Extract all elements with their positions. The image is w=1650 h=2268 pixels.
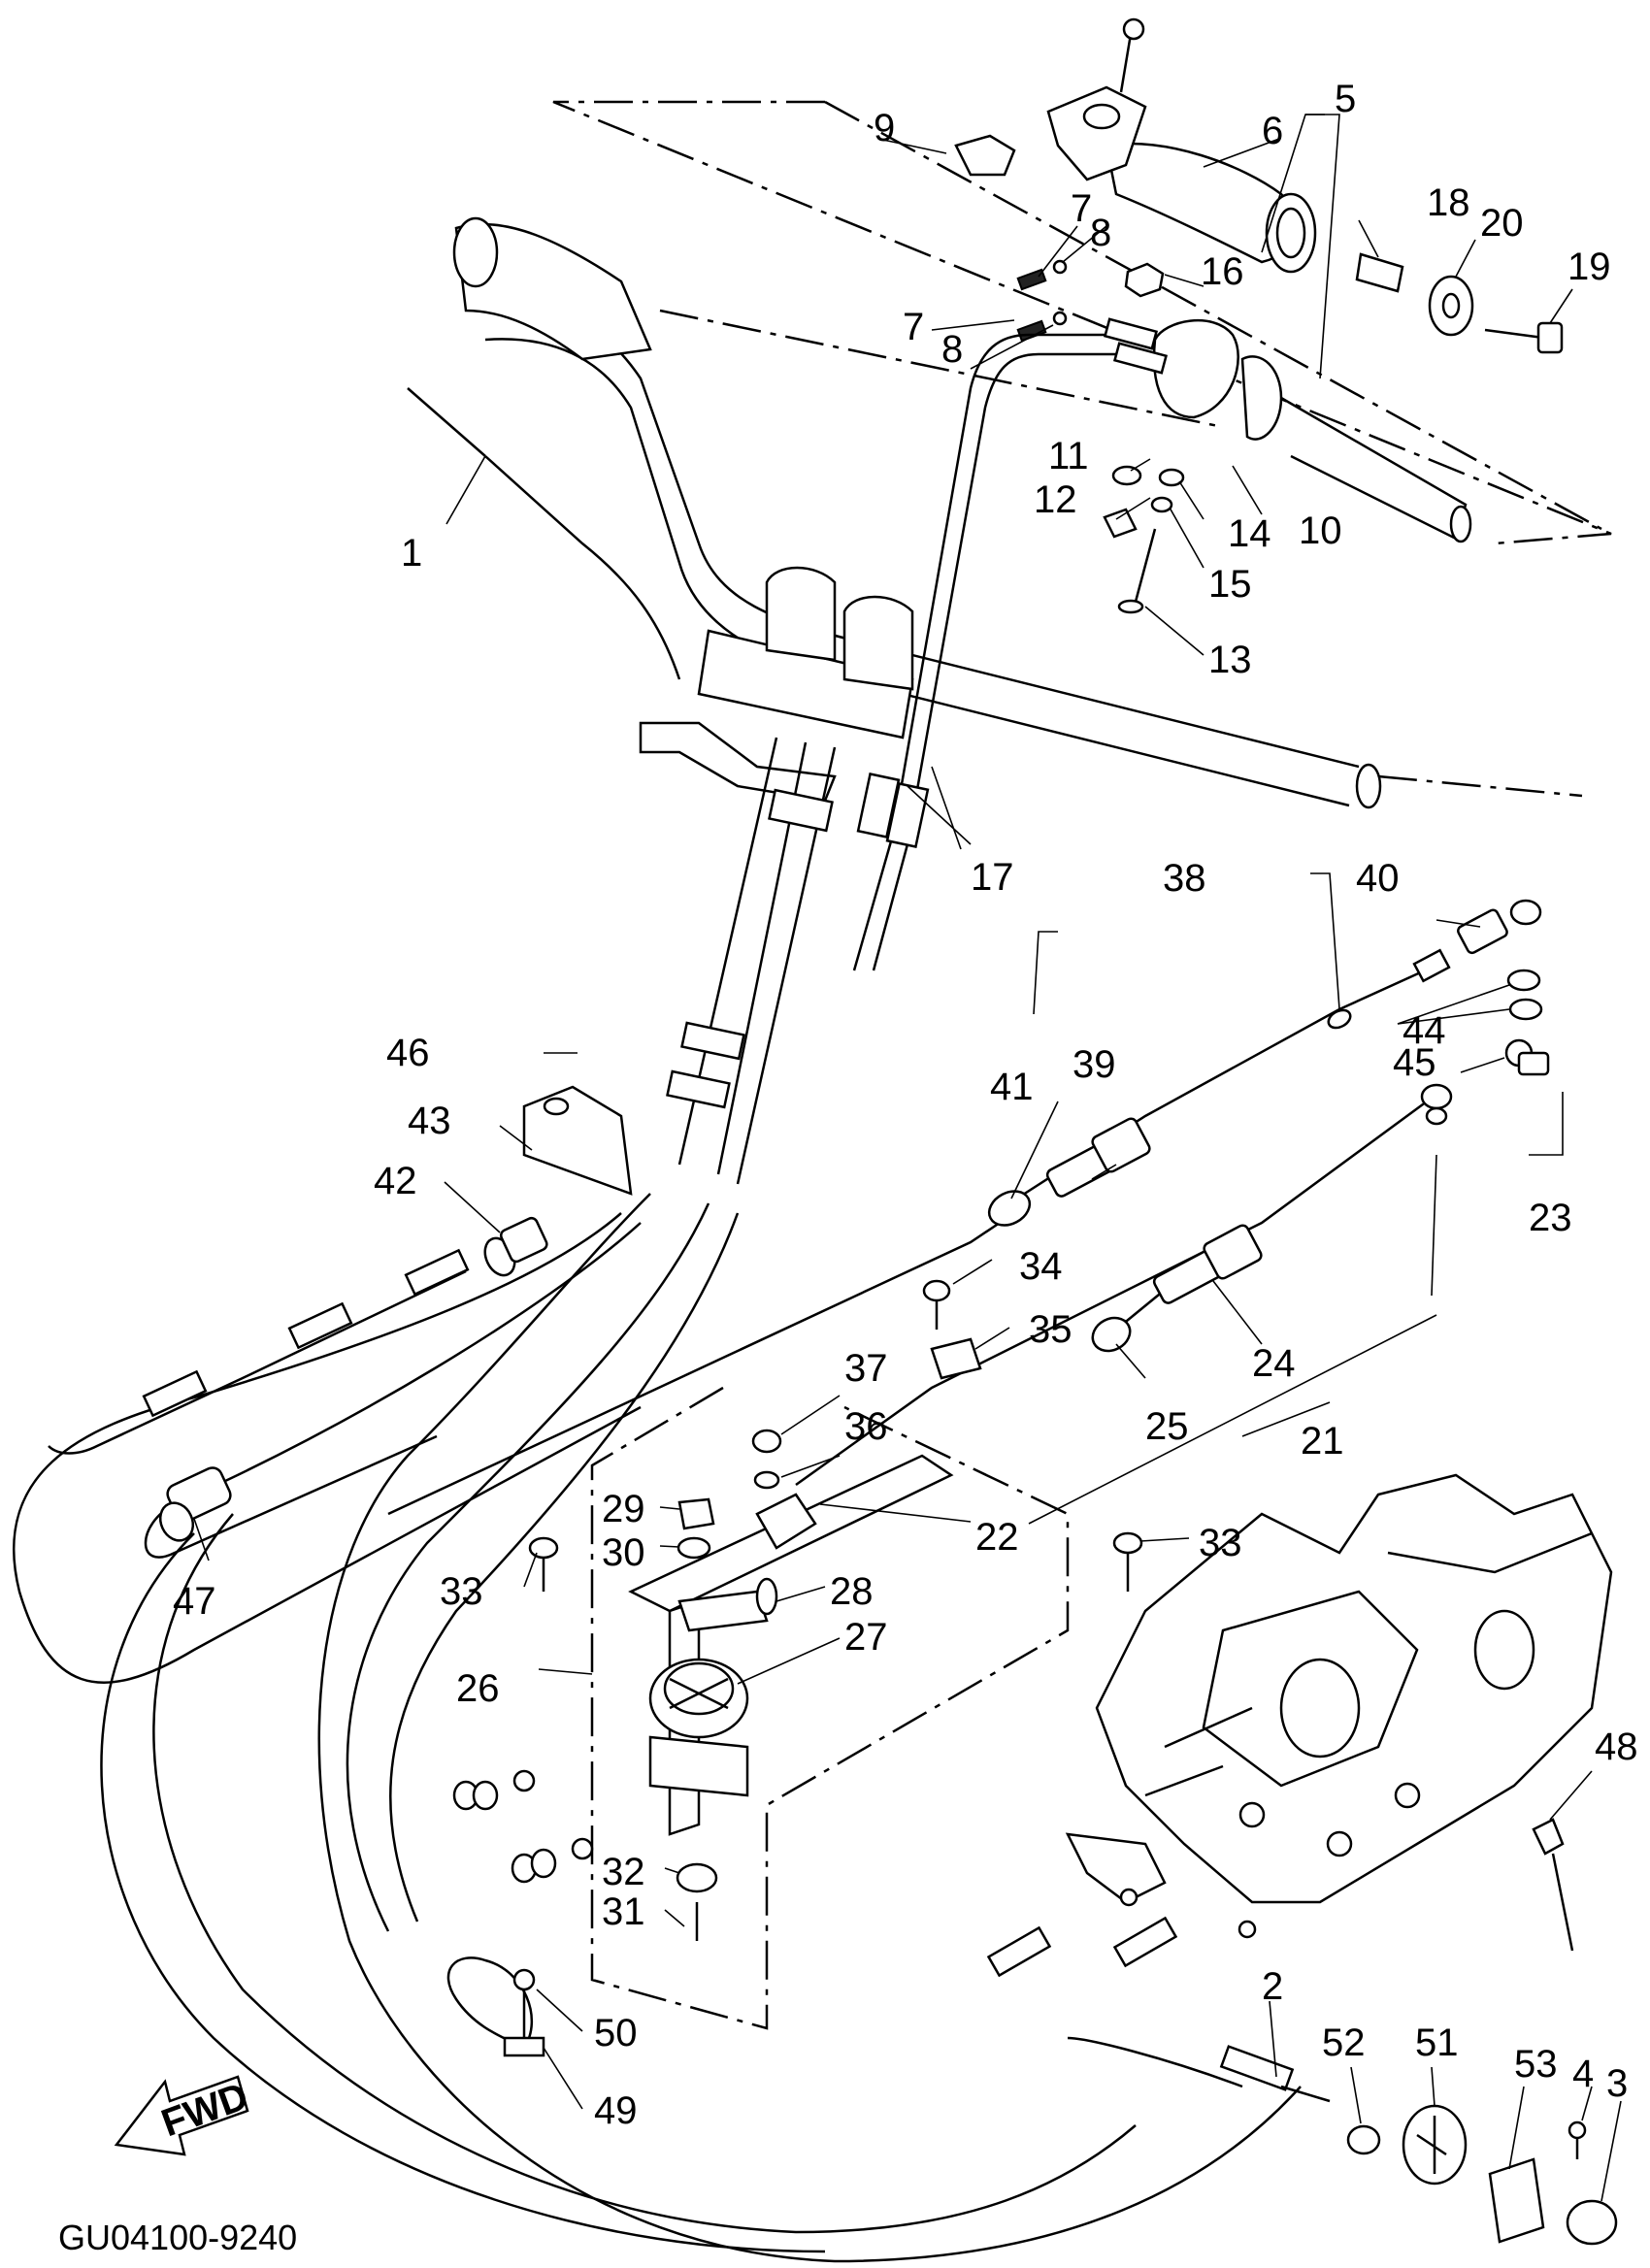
callout-12: 12 xyxy=(1034,478,1077,521)
callout-27: 27 xyxy=(844,1616,888,1659)
callout-7-lower: 7 xyxy=(903,306,924,348)
callout-11: 11 xyxy=(1048,435,1089,477)
callout-8-upper: 8 xyxy=(1090,212,1111,254)
drawing-code: GU04100-9240 xyxy=(58,2218,297,2257)
callout-10: 10 xyxy=(1299,509,1342,552)
callout-53: 53 xyxy=(1514,2043,1558,2086)
callout-13: 13 xyxy=(1208,639,1252,681)
callout-17: 17 xyxy=(971,856,1014,899)
callout-3: 3 xyxy=(1606,2062,1628,2105)
handlebar-assembly xyxy=(452,100,1612,1196)
carburetor-body xyxy=(1065,1473,1613,1939)
callout-19: 19 xyxy=(1568,246,1611,288)
callout-22: 22 xyxy=(975,1516,1019,1559)
callout-18: 18 xyxy=(1427,181,1470,224)
forward-direction-arrow: FWD xyxy=(114,2075,254,2156)
callout-47: 47 xyxy=(173,1580,216,1623)
callout-8-lower: 8 xyxy=(941,328,963,371)
callout-45: 45 xyxy=(1393,1041,1436,1084)
callout-14: 14 xyxy=(1228,512,1271,555)
callout-23: 23 xyxy=(1529,1197,1572,1239)
callout-26: 26 xyxy=(456,1667,500,1710)
callout-20: 20 xyxy=(1480,202,1524,245)
callout-35: 35 xyxy=(1029,1308,1072,1351)
leader-lines xyxy=(193,114,1622,2202)
callout-28: 28 xyxy=(830,1570,874,1613)
callout-labels: 1 2 3 4 5 6 7 7 8 8 9 10 11 12 13 14 15 … xyxy=(173,78,1638,2132)
callout-33-left: 33 xyxy=(440,1570,483,1613)
callout-36: 36 xyxy=(844,1405,888,1448)
callout-40: 40 xyxy=(1356,857,1400,900)
callout-30: 30 xyxy=(602,1531,645,1574)
callout-31: 31 xyxy=(602,1890,645,1933)
callout-15: 15 xyxy=(1208,563,1252,606)
callout-48: 48 xyxy=(1595,1726,1638,1768)
callout-5: 5 xyxy=(1335,78,1356,120)
cable-bracket-assembly xyxy=(452,1279,1143,2030)
callout-44: 44 xyxy=(1402,1009,1446,1052)
callout-42: 42 xyxy=(374,1160,417,1202)
callout-25: 25 xyxy=(1145,1405,1189,1448)
callout-21: 21 xyxy=(1301,1420,1344,1463)
callout-7-upper: 7 xyxy=(1071,187,1092,230)
callout-4: 4 xyxy=(1572,2053,1594,2095)
callout-38: 38 xyxy=(1163,857,1206,900)
cable-routing xyxy=(13,317,1550,2263)
callout-1: 1 xyxy=(401,532,422,575)
callout-32: 32 xyxy=(602,1851,645,1893)
callout-2: 2 xyxy=(1262,1965,1283,2008)
callout-43: 43 xyxy=(408,1100,451,1142)
loose-parts xyxy=(446,1818,1618,2246)
callout-33-right: 33 xyxy=(1199,1522,1242,1564)
callout-37: 37 xyxy=(844,1347,888,1390)
callout-41: 41 xyxy=(990,1066,1034,1108)
callout-6: 6 xyxy=(1262,110,1283,152)
callout-29: 29 xyxy=(602,1488,645,1530)
callout-16: 16 xyxy=(1201,250,1244,293)
callout-50: 50 xyxy=(594,2012,638,2054)
fwd-label: FWD xyxy=(156,2075,254,2145)
callout-39: 39 xyxy=(1072,1043,1116,1086)
callout-49: 49 xyxy=(594,2089,638,2132)
right-grip-assembly xyxy=(954,17,1564,614)
callout-9: 9 xyxy=(874,107,895,149)
callout-34: 34 xyxy=(1019,1245,1063,1288)
callout-46: 46 xyxy=(386,1032,430,1074)
callout-51: 51 xyxy=(1415,2021,1459,2064)
callout-24: 24 xyxy=(1252,1342,1296,1385)
callout-52: 52 xyxy=(1322,2021,1366,2064)
